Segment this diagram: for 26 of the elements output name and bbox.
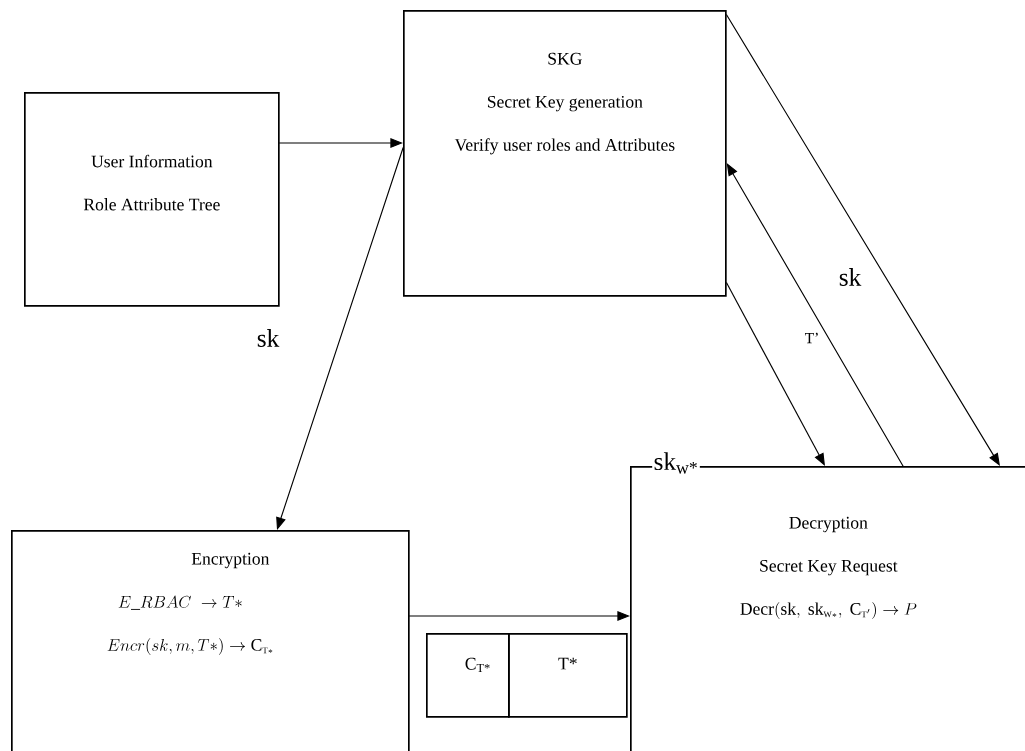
box-text: SKG (548, 52, 582, 65)
arrow (726, 282, 825, 466)
box-text: C$_{T*}$ (465, 657, 490, 672)
arrow (276, 147, 404, 530)
process-box (403, 10, 727, 297)
box-text: Decryption (789, 516, 868, 533)
arrow (726, 163, 904, 467)
box-text: Secret Key generation (487, 95, 643, 112)
box-text: Secret Key Request (760, 559, 898, 576)
process-box (24, 92, 280, 307)
process-box (508, 633, 628, 718)
process-box (426, 633, 510, 718)
formula: $E\_RBAC \;\rightarrow T*$ (118, 595, 242, 610)
edge-label: sk (257, 329, 280, 347)
formula: $\mathrm{Decr(sk,\ sk_{\scriptscriptstyle W*},\ C_{\scriptscriptstyle T'})} \rightarrow P$ (740, 602, 917, 619)
box-text: Verify user roles and Attributes (454, 138, 675, 155)
arrow (726, 14, 1000, 466)
formula: $Encr(sk,m,T*) \rightarrow \mathrm{C_{\scriptscriptstyle T*}}$ (107, 638, 273, 655)
box-text: Role Attribute Tree (83, 198, 220, 211)
box-text: Encryption (191, 552, 270, 569)
edge-label: sk$_{w*}$ (654, 452, 697, 474)
box-text: User Information (91, 154, 213, 168)
edge-label: sk (839, 268, 862, 286)
process-box (11, 530, 410, 751)
box-text: T* (558, 657, 577, 670)
edge-label: T’ (805, 332, 818, 344)
